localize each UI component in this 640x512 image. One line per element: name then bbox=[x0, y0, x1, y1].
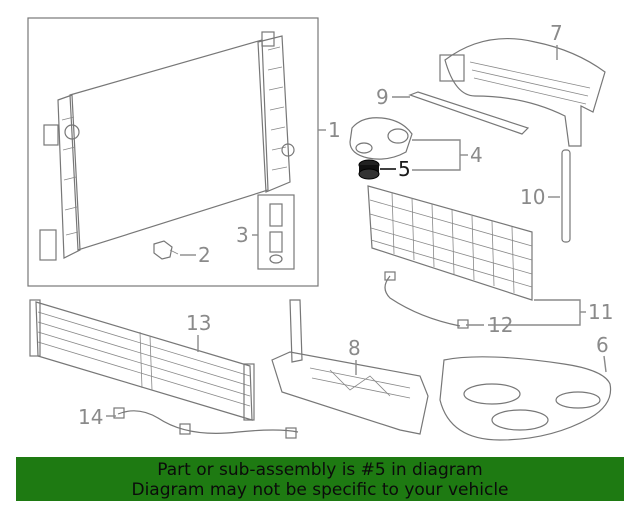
seal-strip[interactable] bbox=[408, 91, 530, 135]
callout-12[interactable]: 12 bbox=[488, 313, 513, 337]
air-deflector-upper[interactable] bbox=[439, 37, 606, 147]
callout-2[interactable]: 2 bbox=[198, 243, 211, 267]
callout-7[interactable]: 7 bbox=[550, 21, 563, 45]
wiring-harness-shutter[interactable] bbox=[384, 271, 469, 329]
callout-5-highlighted[interactable]: 5 bbox=[398, 157, 411, 181]
fill-cap-kit[interactable] bbox=[257, 194, 295, 270]
callout-11[interactable]: 11 bbox=[588, 300, 613, 324]
radiator-assembly-group bbox=[27, 17, 319, 287]
radiator-inset-frame bbox=[27, 17, 319, 287]
callout-10[interactable]: 10 bbox=[520, 185, 545, 209]
callout-14[interactable]: 14 bbox=[78, 405, 103, 429]
radiator[interactable] bbox=[39, 31, 295, 261]
callout-4[interactable]: 4 bbox=[470, 143, 483, 167]
radiator-isolator-highlighted[interactable] bbox=[358, 159, 380, 180]
notice-banner: Part or sub-assembly is #5 in diagram Di… bbox=[16, 457, 624, 501]
lower-tie-bar[interactable] bbox=[271, 299, 429, 435]
support-rod[interactable] bbox=[561, 149, 571, 243]
callout-8[interactable]: 8 bbox=[348, 336, 361, 360]
parts-diagram: 1 2 3 4 5 6 7 8 9 10 11 12 13 14 bbox=[27, 17, 613, 441]
drain-plug[interactable] bbox=[153, 240, 179, 260]
callout-13[interactable]: 13 bbox=[186, 311, 211, 335]
leader-6 bbox=[603, 355, 607, 373]
wiring-harness-grille[interactable] bbox=[113, 407, 299, 439]
banner-line-2: Diagram may not be specific to your vehi… bbox=[131, 480, 509, 500]
callout-6[interactable]: 6 bbox=[596, 333, 609, 357]
splash-shield[interactable] bbox=[439, 356, 612, 441]
callout-9[interactable]: 9 bbox=[376, 85, 389, 109]
radiator-bracket[interactable] bbox=[349, 117, 413, 160]
active-grille-shutter[interactable] bbox=[29, 299, 255, 421]
leader-4 bbox=[412, 139, 461, 171]
callout-3[interactable]: 3 bbox=[236, 223, 249, 247]
air-shutter-panel[interactable] bbox=[367, 185, 533, 301]
banner-line-1: Part or sub-assembly is #5 in diagram bbox=[157, 460, 483, 480]
callout-1[interactable]: 1 bbox=[328, 118, 341, 142]
